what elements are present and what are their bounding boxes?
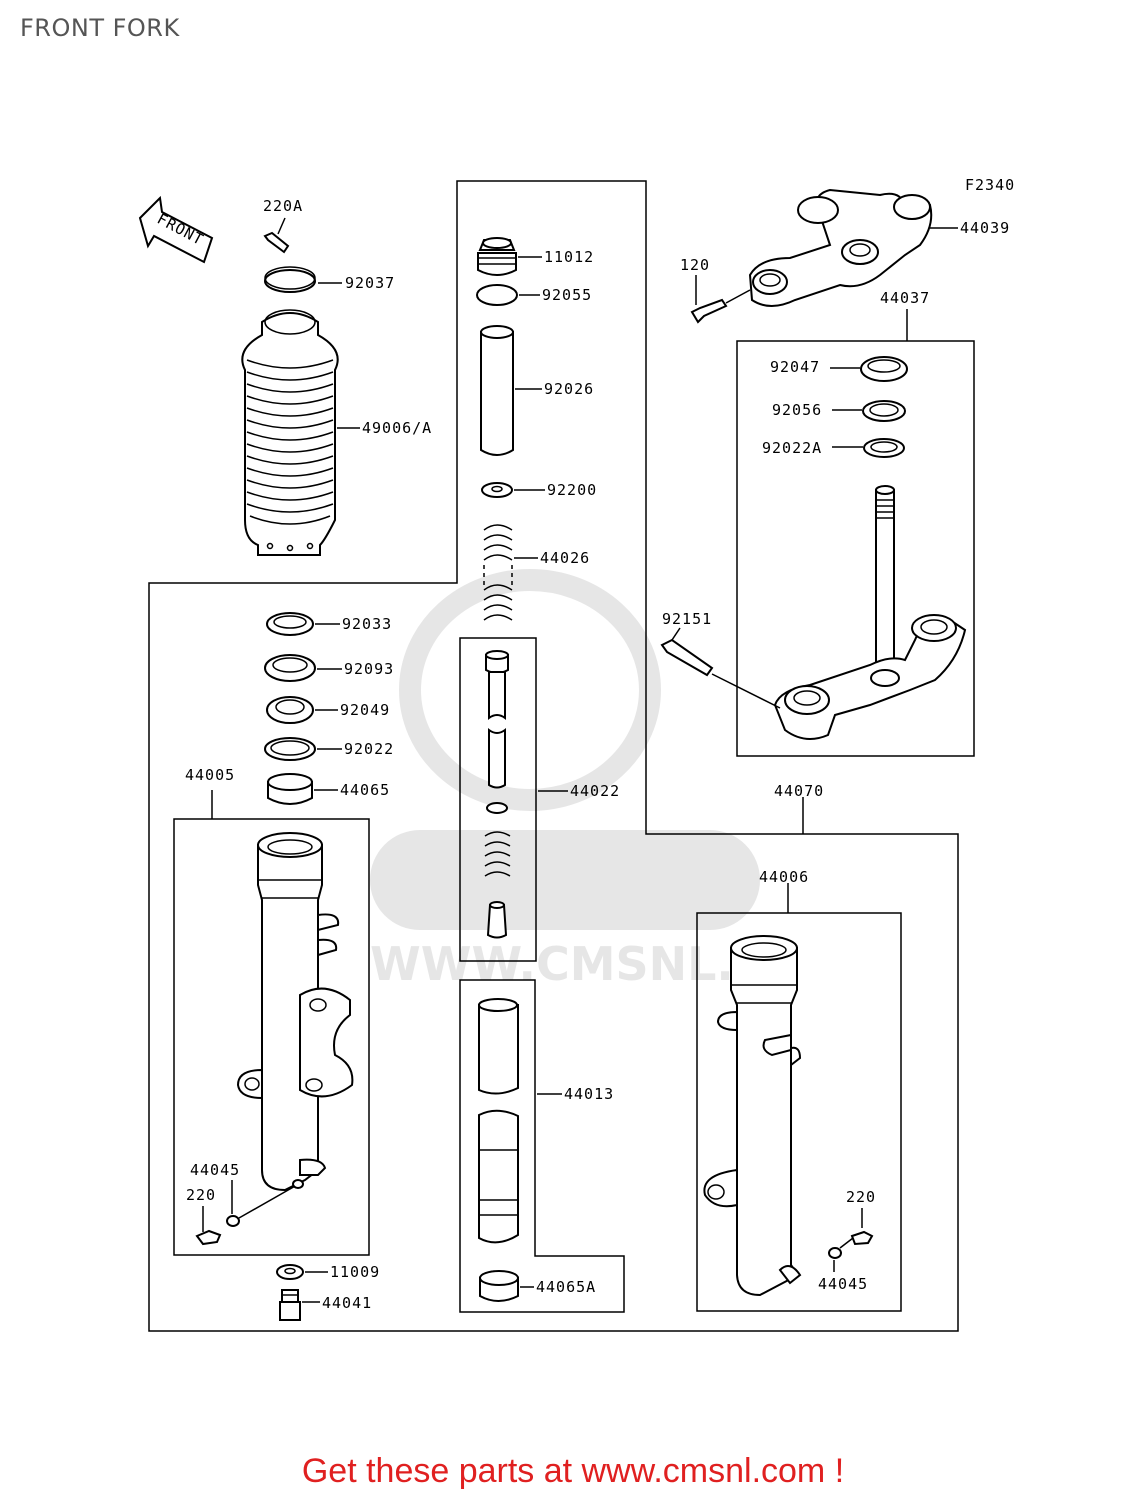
boot-ribs <box>246 359 334 525</box>
label-92037: 92037 <box>345 274 395 292</box>
steering-stem-box <box>736 340 975 757</box>
guide-bush-44065[interactable] <box>267 773 313 805</box>
label-44041: 44041 <box>322 1294 372 1312</box>
label-44006: 44006 <box>759 868 809 886</box>
label-120: 120 <box>680 256 710 274</box>
outer-tube-left-44005[interactable] <box>236 832 354 1192</box>
washer-92022A[interactable] <box>863 438 905 458</box>
label-92093: 92093 <box>344 660 394 678</box>
inner-tube-box <box>459 979 625 1313</box>
label-92055: 92055 <box>542 286 592 304</box>
main-assembly-outline <box>148 180 959 1332</box>
washer-92022[interactable] <box>264 737 316 761</box>
promo-banner[interactable]: Get these parts at www.cmsnl.com ! <box>301 1452 845 1490</box>
label-92026: 92026 <box>544 380 594 398</box>
label-220-right: 220 <box>846 1188 876 1206</box>
label-92049: 92049 <box>340 701 390 719</box>
bolt-220A[interactable] <box>263 231 290 254</box>
label-44065A: 44065A <box>536 1278 596 1296</box>
bolt-44041[interactable] <box>279 1289 301 1321</box>
washer-44045-left[interactable] <box>226 1215 240 1227</box>
bolt-220-right[interactable] <box>850 1230 874 1246</box>
bearing-92047[interactable] <box>860 356 908 382</box>
outer-tube-right-44006[interactable] <box>703 935 802 1297</box>
bolt-220-left[interactable] <box>195 1229 222 1246</box>
label-44039: 44039 <box>960 219 1010 237</box>
label-44013: 44013 <box>564 1085 614 1103</box>
seal-92056[interactable] <box>862 400 906 422</box>
label-44026: 44026 <box>540 549 590 567</box>
label-11009: 11009 <box>330 1263 380 1281</box>
label-92033: 92033 <box>342 615 392 633</box>
bolt-120[interactable] <box>690 298 728 324</box>
slide-bush-44065A[interactable] <box>479 1270 519 1302</box>
front-arrow-icon: FRONT <box>138 195 214 264</box>
clamp-92037[interactable] <box>264 266 316 293</box>
washer-92200[interactable] <box>481 482 513 498</box>
label-220A: 220A <box>263 197 303 215</box>
label-44037: 44037 <box>880 289 930 307</box>
washer-11009[interactable] <box>276 1264 304 1280</box>
steering-stem-44037[interactable] <box>773 485 967 740</box>
damper-rod-44022[interactable] <box>484 650 511 939</box>
label-92056: 92056 <box>772 401 822 419</box>
o-ring-92055[interactable] <box>476 284 518 306</box>
label-92022: 92022 <box>344 740 394 758</box>
label-44005: 44005 <box>185 766 235 784</box>
bolt-92151[interactable] <box>660 638 714 677</box>
fork-spring-44026[interactable] <box>483 524 513 621</box>
fork-cap-bolt-11012[interactable] <box>477 237 517 276</box>
collar-92026[interactable] <box>480 325 514 456</box>
washer-44045-right[interactable] <box>828 1247 842 1259</box>
label-44045-right: 44045 <box>818 1275 868 1293</box>
page-title: FRONT FORK <box>20 14 180 42</box>
damper-rod-box <box>459 637 537 962</box>
label-92200: 92200 <box>547 481 597 499</box>
circlip-92033[interactable] <box>266 612 314 636</box>
oil-seal-92049[interactable] <box>266 696 314 724</box>
parts-diagram: F2340 FRONT 220A 92037 49006/A <box>138 176 1015 1332</box>
label-92151: 92151 <box>662 610 712 628</box>
dust-boot-49006A[interactable] <box>241 309 339 556</box>
label-11012: 11012 <box>544 248 594 266</box>
label-92047: 92047 <box>770 358 820 376</box>
label-49006A: 49006/A <box>362 419 432 437</box>
figure-code: F2340 <box>965 176 1015 194</box>
label-44070: 44070 <box>774 782 824 800</box>
seal-92093[interactable] <box>264 654 316 682</box>
outer-tube-right-box <box>696 912 902 1312</box>
label-44045-left: 44045 <box>190 1161 240 1179</box>
upper-bracket-44039[interactable] <box>748 188 933 307</box>
label-44022: 44022 <box>570 782 620 800</box>
inner-tube-44013[interactable] <box>478 998 519 1244</box>
outer-tube-left-box <box>173 818 370 1256</box>
label-44065: 44065 <box>340 781 390 799</box>
label-220-left: 220 <box>186 1186 216 1204</box>
label-92022A: 92022A <box>762 439 822 457</box>
